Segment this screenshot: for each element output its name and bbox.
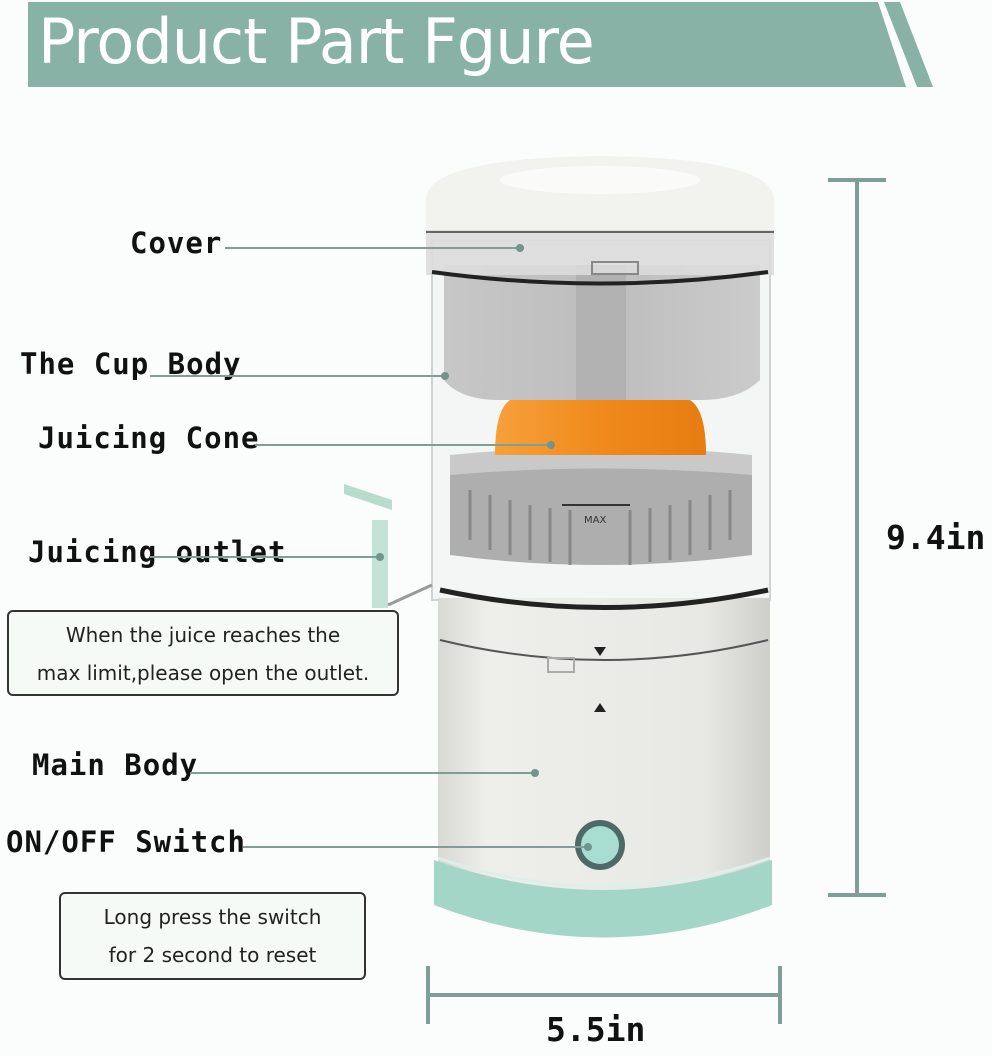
label-juicing-cone: Juicing Cone [38, 421, 260, 455]
label-on-off-switch: ON/OFF Switch [6, 825, 246, 859]
note-switch-line1: Long press the switch [103, 905, 322, 929]
label-juicing-outlet: Juicing outlet [28, 535, 287, 569]
leader-juicing-outlet [150, 556, 380, 558]
header-banner: Product Part Fgure [28, 0, 933, 87]
pointer-dot-juicing-outlet [376, 553, 384, 561]
pointer-dot-cover [516, 244, 524, 252]
pointer-dot-cup-body [441, 372, 449, 380]
leader-cover [225, 247, 520, 249]
pointer-dot-juicing-cone [547, 441, 555, 449]
leader-juicing-cone [255, 444, 550, 446]
page-title: Product Part Fgure [38, 5, 595, 78]
pointer-dot-main-body [531, 769, 539, 777]
leader-cup-body [150, 375, 445, 377]
banner-shape [28, 2, 933, 87]
note-switch-line2: for 2 second to reset [108, 943, 317, 967]
note-switch: Long press the switch for 2 second to re… [59, 892, 366, 980]
leader-on-off-switch [243, 846, 588, 848]
label-main-body: Main Body [32, 748, 199, 782]
note-outlet-line2: max limit,please open the outlet. [36, 661, 370, 685]
width-dimension: 5.5in [546, 1010, 646, 1049]
note-outlet: When the juice reaches the max limit,ple… [7, 610, 399, 696]
pointer-dot-on-off-switch [584, 843, 592, 851]
leader-main-body [190, 772, 535, 774]
label-cover: Cover [130, 226, 223, 260]
svg-text:MAX: MAX [584, 515, 606, 526]
height-dimension: 9.4in [886, 518, 986, 557]
note-outlet-line1: When the juice reaches the [65, 623, 341, 647]
